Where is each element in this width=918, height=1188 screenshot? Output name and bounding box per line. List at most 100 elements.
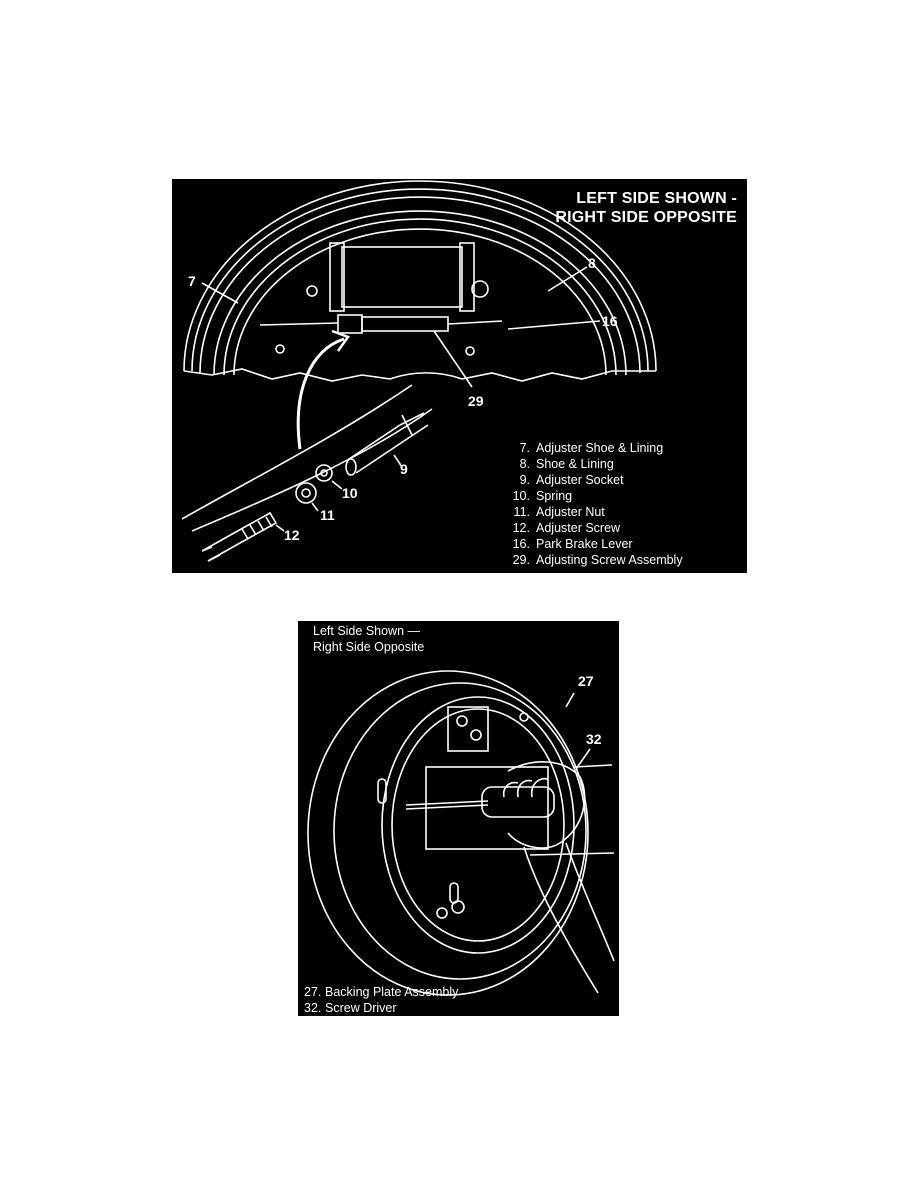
legend-label: Adjuster Shoe & Lining xyxy=(536,441,664,455)
leader-7 xyxy=(201,282,239,304)
finger-1 xyxy=(502,781,519,798)
legend-num: 12. xyxy=(512,521,530,535)
legend-num: 27. xyxy=(304,985,322,999)
bleeder-boss xyxy=(471,280,489,298)
legend-label: Shoe & Lining xyxy=(536,457,614,471)
adjuster-socket-on-assembly xyxy=(361,316,449,332)
shoe-lining-arc xyxy=(233,228,607,376)
legend-item: 27.Backing Plate Assembly xyxy=(304,984,458,1000)
figure-title-line-2: Right Side Opposite xyxy=(313,640,425,654)
legend-item: 8. Shoe & Lining xyxy=(508,456,683,472)
backing-plate-face xyxy=(381,696,575,954)
legend-label: Adjuster Screw xyxy=(536,521,621,535)
leader-27 xyxy=(565,692,575,708)
plate-hole-lower-right xyxy=(465,346,475,356)
adjuster-rod-right xyxy=(447,320,503,325)
wheel-cylinder-cap-left xyxy=(329,242,345,312)
legend-num: 11. xyxy=(513,505,530,519)
drum-arc-5 xyxy=(223,218,617,376)
drum-break-left xyxy=(183,368,391,382)
plate-hole-lower-left xyxy=(275,344,285,354)
callout-10: 10 xyxy=(342,485,358,501)
drum-rim-outer xyxy=(307,670,589,996)
cylinder-bolt xyxy=(470,729,482,741)
adjuster-nut-on-assembly xyxy=(337,314,363,334)
figure-title-line-1: Left Side Shown — xyxy=(313,624,421,638)
callout-11: 11 xyxy=(320,507,335,523)
adjuster-nut-part xyxy=(295,482,317,504)
plate-hole-b xyxy=(436,907,448,919)
drum-arc-4 xyxy=(213,210,627,376)
figure-title-line-2: RIGHT SIDE OPPOSITE xyxy=(555,209,737,226)
guide-line-lower xyxy=(529,852,615,856)
arm-outline-left xyxy=(523,846,599,994)
spring-part xyxy=(315,464,333,482)
drum-arc-3 xyxy=(199,196,641,374)
plate-hole-a xyxy=(451,900,465,914)
legend-item: 7. Adjuster Shoe & Lining xyxy=(508,440,683,456)
wheel-cylinder xyxy=(341,246,463,308)
access-plate xyxy=(425,766,549,850)
drum-break-right xyxy=(461,370,656,382)
guide-line-upper xyxy=(573,764,613,768)
plate-slot-left xyxy=(377,778,387,804)
adjuster-socket-part xyxy=(345,412,429,476)
legend-label: Adjuster Socket xyxy=(536,473,624,487)
screwdriver-shaft-edge xyxy=(405,804,489,810)
assembly-arrow-head xyxy=(331,329,350,352)
finger-3 xyxy=(530,777,549,798)
screwdriver-shaft xyxy=(405,800,489,806)
figure-title: Left Side Shown — Right Side Opposite xyxy=(313,623,424,655)
legend-label: Backing Plate Assembly xyxy=(325,985,459,999)
drum-brake-illustration xyxy=(181,180,657,562)
figure-title-line-1: LEFT SIDE SHOWN - xyxy=(576,190,737,207)
legend-item: 9. Adjuster Socket xyxy=(508,472,683,488)
sweep-line-1 xyxy=(181,384,413,520)
leader-10 xyxy=(331,480,343,490)
legend-num: 29. xyxy=(512,553,530,567)
leader-11 xyxy=(311,502,319,512)
assembly-arrow xyxy=(296,337,345,450)
drum-outer-arc xyxy=(183,180,657,372)
callout-7: 7 xyxy=(188,273,196,289)
wheel-cylinder-cap-right xyxy=(459,242,475,312)
legend-label: Park Brake Lever xyxy=(536,537,633,551)
bleeder-bolt xyxy=(456,715,468,727)
leader-9 xyxy=(393,454,403,468)
leader-29 xyxy=(433,330,473,388)
axle-opening xyxy=(389,372,463,380)
callout-9: 9 xyxy=(400,461,408,477)
hand-outline xyxy=(507,761,586,849)
legend-item: 16.Park Brake Lever xyxy=(508,536,683,552)
legend-num: 10. xyxy=(512,489,530,503)
plate-hole-c xyxy=(519,712,529,722)
legend-label: Spring xyxy=(536,489,573,503)
legend-num: 8. xyxy=(519,457,530,471)
drum-brake-adjuster-diagram: LEFT SIDE SHOWN - RIGHT SIDE OPPOSITE 7 … xyxy=(172,179,747,573)
arm-outline-right xyxy=(565,842,615,962)
plate-slot-bottom xyxy=(449,882,459,904)
adjuster-rod-left xyxy=(259,322,339,326)
leader-16 xyxy=(507,320,601,330)
backing-plate-adjustment-diagram: Left Side Shown — Right Side Opposite 27… xyxy=(298,621,619,1016)
callout-16: 16 xyxy=(602,313,618,329)
callout-27: 27 xyxy=(578,673,594,689)
legend-num: 9. xyxy=(519,473,530,487)
callout-8: 8 xyxy=(588,255,596,271)
leader-12 xyxy=(275,524,285,532)
callout-29: 29 xyxy=(468,393,484,409)
legend-item: 12. Adjuster Screw xyxy=(508,520,683,536)
drum-arc-2 xyxy=(191,188,649,372)
legend-num: 32. xyxy=(304,1001,322,1015)
leader-32 xyxy=(575,748,591,770)
parts-legend: 7. Adjuster Shoe & Lining 8. Shoe & Lining… xyxy=(508,440,683,568)
legend-label: Adjuster Nut xyxy=(536,505,605,519)
legend-item: 10. Spring xyxy=(508,488,683,504)
legend-num: 7. xyxy=(519,441,530,455)
leader-8 xyxy=(547,266,588,292)
legend-label: Screw Driver xyxy=(325,1001,397,1015)
figure-title: LEFT SIDE SHOWN - RIGHT SIDE OPPOSITE xyxy=(537,189,737,227)
backing-plate-illustration xyxy=(307,670,615,996)
screwdriver-handle xyxy=(481,786,555,818)
parts-legend: 27.Backing Plate Assembly 32.Screw Drive… xyxy=(304,984,458,1016)
